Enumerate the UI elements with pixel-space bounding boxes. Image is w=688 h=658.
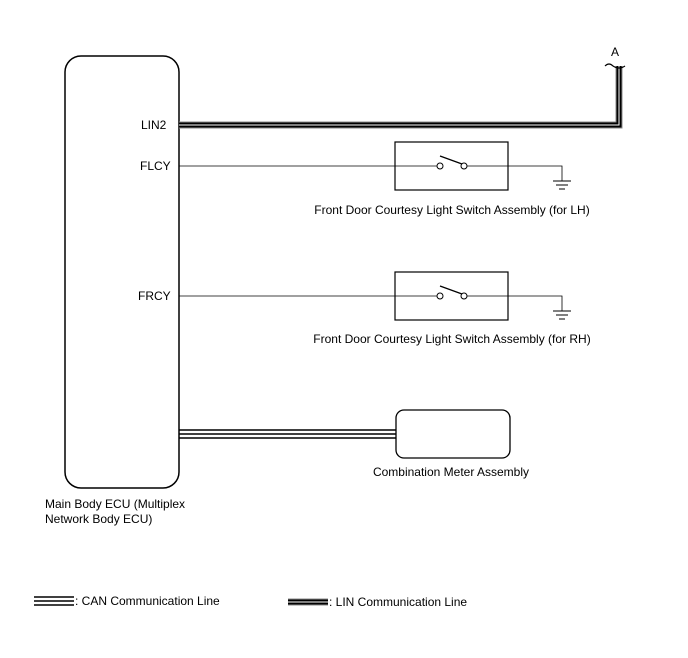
legend-lin-label: : LIN Communication Line [329,595,467,609]
ground-icon [553,310,571,320]
pin-lin2: LIN2 [141,118,167,132]
lin2-wire [179,66,623,129]
pin-frcy: FRCY [138,289,171,303]
combination-meter-box [395,409,511,459]
switch-rh-icon [436,285,468,300]
wire-break-icon [604,63,626,69]
legend-can-symbol [34,596,74,606]
legend-can-label: : CAN Communication Line [75,594,220,608]
combination-meter-label: Combination Meter Assembly [373,465,529,479]
switch-lh-icon [436,155,468,170]
ecu-label-line2: Network Body ECU) [45,512,152,526]
ecu-label-line1: Main Body ECU (Multiplex [45,497,185,511]
ground-icon [553,180,571,190]
main-body-ecu-box [64,55,180,489]
can-wire [179,429,396,439]
lh-switch-label: Front Door Courtesy Light Switch Assembl… [314,203,589,217]
pin-flcy: FLCY [140,159,171,173]
connector-a-label: A [611,45,619,59]
rh-switch-label: Front Door Courtesy Light Switch Assembl… [313,332,590,346]
